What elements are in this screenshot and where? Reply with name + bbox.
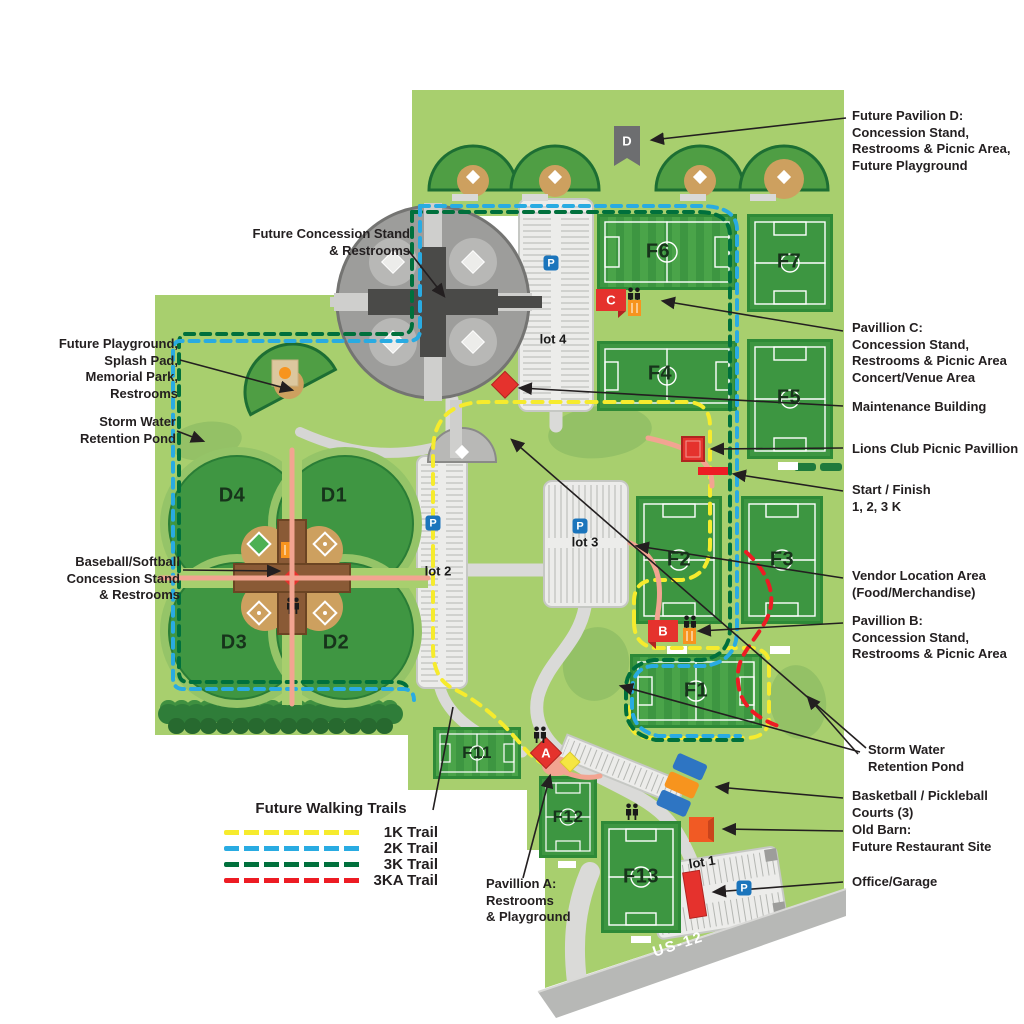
field-f7 (747, 214, 833, 312)
field-label-d4: D4 (218, 484, 246, 507)
pond-right (769, 665, 827, 739)
label-storm-water-left: Storm Water Retention Pond (79, 414, 176, 446)
lions-club-pavillion (681, 436, 705, 462)
lot-2-label: lot 2 (424, 563, 452, 579)
marker-letter-b: B (658, 623, 668, 639)
label-basketball: Basketball / Pickleball Courts (3) (852, 788, 988, 820)
food-icon (683, 628, 696, 644)
old-barn-building (689, 817, 714, 842)
trail-3ka-red (735, 550, 786, 730)
trail-swatch-3ka (224, 877, 362, 883)
baseball-complex-right (654, 144, 830, 201)
parking-icon-lot4: P (543, 255, 559, 271)
memorial-park-field (243, 342, 338, 417)
marker-letter-c: C (606, 292, 616, 308)
trail-swatch-2k (224, 845, 362, 851)
marker-letter-d: D (622, 133, 632, 149)
field-label-f1: F1 (683, 679, 709, 702)
trail-2k-blue (171, 204, 742, 738)
label-pavillion-b: Pavillion B: Concession Stand, Restrooms… (852, 613, 1007, 662)
trail-swatch-1k (224, 829, 362, 835)
hedge-row (158, 700, 410, 734)
field-label-f6: F6 (645, 240, 671, 263)
bleachers (794, 463, 842, 471)
pavilion-a-building (529, 727, 581, 773)
parking-lot-4 (518, 198, 594, 412)
field-f13 (601, 821, 681, 933)
pavilion-c-building (596, 288, 641, 318)
basketball-pickleball-courts (656, 753, 708, 817)
trail-3k-green (177, 210, 746, 742)
pavilion-d-marker (614, 126, 640, 166)
label-vendor: Vendor Location Area (Food/Merchandise) (852, 568, 986, 600)
legend-item-1k: 1K Trail (224, 824, 438, 841)
baseball-complex-left (427, 144, 601, 201)
parking-icon-lot1: P (736, 880, 752, 896)
field-f3 (741, 496, 823, 624)
field-label-f5: F5 (776, 386, 802, 409)
food-icon (628, 300, 641, 316)
pavilion-b-building (648, 616, 696, 649)
field-f6 (597, 214, 737, 290)
field-f12 (539, 776, 597, 858)
parking-icon-lot3: P (572, 518, 588, 534)
field-label-f3: F3 (769, 548, 795, 571)
field-label-d1: D1 (320, 484, 348, 507)
trail-swatch-3k (224, 861, 362, 867)
label-future-playground: Future Playground, Splash Pad, Memorial … (58, 336, 178, 401)
playground-marker (559, 751, 581, 773)
label-lions-club: Lions Club Picnic Pavillion (852, 441, 1019, 456)
trail-legend: Future Walking Trails 1K Trail 2K Trail … (224, 800, 438, 889)
lot-3-label: lot 3 (571, 534, 599, 550)
label-baseball-concession: Baseball/Softball Concession Stand & Res… (66, 554, 180, 603)
field-label-f11: F11 (462, 743, 492, 762)
field-label-f12: F12 (552, 807, 584, 826)
label-pavillion-c: Pavillion C: Concession Stand, Restrooms… (852, 320, 1007, 385)
field-label-d2: D2 (322, 631, 350, 654)
label-office-garage: Office/Garage (852, 874, 938, 889)
legend-title: Future Walking Trails (255, 800, 407, 817)
lot-4-label: lot 4 (539, 331, 567, 347)
legend-item-3ka: 3KA Trail (224, 872, 438, 889)
field-label-f13: F13 (623, 865, 659, 888)
legend-item-2k: 2K Trail (224, 840, 438, 857)
parking-icon-lot2: P (425, 515, 441, 531)
start-finish-line (698, 467, 728, 475)
playground-icon (279, 367, 291, 379)
pond-central (548, 405, 652, 459)
office-garage-building (682, 869, 708, 919)
field-label-f4: F4 (647, 362, 673, 385)
leader-lines (176, 117, 867, 898)
legend-item-3k: 3K Trail (224, 856, 438, 873)
label-start-finish: Start / Finish 1, 2, 3 K (852, 482, 931, 514)
pond-f1-left (562, 627, 630, 701)
future-baseball-stadium (330, 203, 542, 463)
parking-lots (416, 198, 788, 940)
field-label-d3: D3 (220, 631, 248, 654)
walking-trails (157, 204, 786, 780)
field-label-f7: F7 (776, 250, 802, 273)
us12-road (537, 888, 847, 1018)
label-maintenance: Maintenance Building (852, 399, 987, 414)
label-future-concession: Future Concession Stand & Restrooms (252, 226, 410, 258)
maintenance-building (490, 370, 520, 399)
marker-letter-a: A (541, 745, 551, 761)
label-future-pavilion-d: Future Pavilion D: Concession Stand, Res… (852, 108, 1011, 173)
softball-quad (160, 447, 428, 708)
label-pavillion-a: Pavillion A: Restrooms & Playground (486, 876, 571, 925)
field-f5 (747, 339, 833, 459)
label-old-barn: Old Barn: Future Restaurant Site (852, 822, 992, 854)
storm-water-ponds (170, 405, 827, 739)
buildings-and-markers (490, 126, 728, 842)
label-storm-water-right: Storm Water Retention Pond (868, 742, 965, 774)
field-label-f2: F2 (666, 548, 692, 571)
